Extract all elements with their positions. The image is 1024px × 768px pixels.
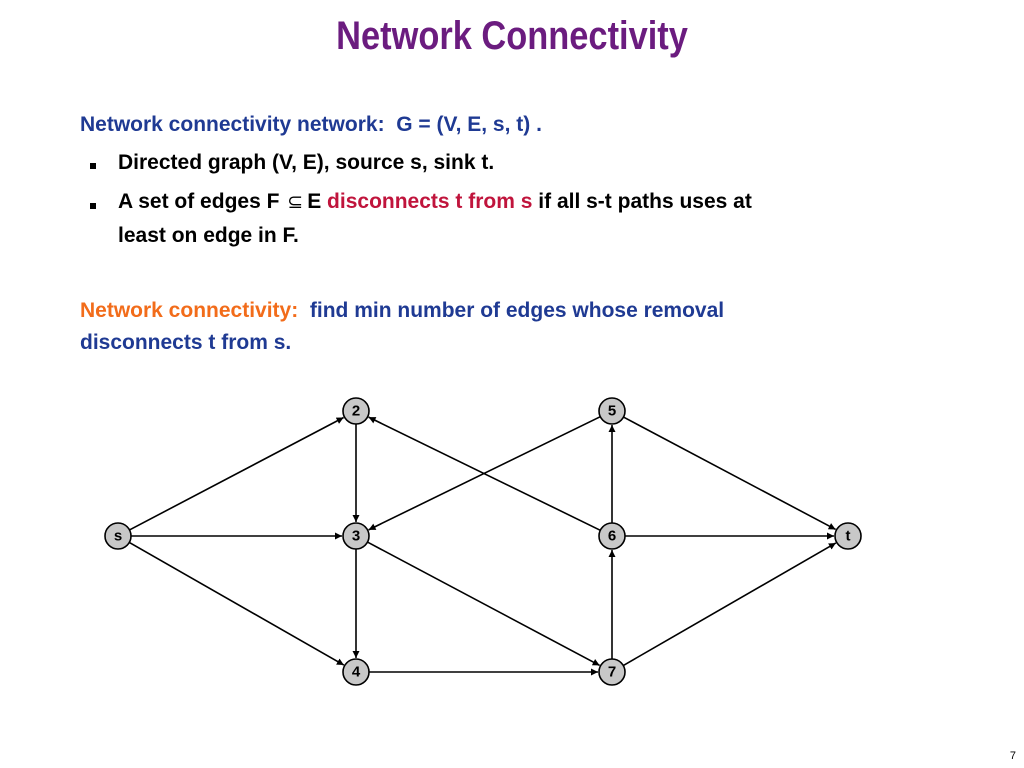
node-s: s <box>104 522 132 550</box>
edge-s-to-4 <box>128 541 345 666</box>
edges-layer <box>128 415 837 676</box>
bullet-marker-1 <box>90 163 96 169</box>
node-label-5: 5 <box>608 403 616 420</box>
edge-6-to-2 <box>368 416 601 532</box>
edge-5-to-t <box>623 416 837 531</box>
edge-7-to-t <box>622 542 837 667</box>
nodes-layer: s 2 3 4 5 6 7 t <box>104 397 862 686</box>
node-label-7: 7 <box>608 664 616 681</box>
node-label-2: 2 <box>352 403 360 420</box>
node-label-6: 6 <box>608 528 616 545</box>
node-circle-s <box>104 522 132 550</box>
bullet-2-mid: E <box>307 190 322 213</box>
edge-3-to-7 <box>367 541 601 667</box>
problem-text-1: find min number of edges whose removal <box>309 299 725 322</box>
node-7: 7 <box>598 658 626 686</box>
bullet-2-line-1: A set of edges F ⊆E disconnects t from s… <box>118 189 752 215</box>
node-label-s: s <box>114 528 122 545</box>
node-2: 2 <box>342 397 370 425</box>
node-3: 3 <box>342 522 370 550</box>
definition-lead: Network connectivity network: <box>80 113 385 136</box>
node-circle-6 <box>598 522 626 550</box>
node-circle-4 <box>342 658 370 686</box>
bullet-2-line-2: least on edge in F. <box>118 224 299 247</box>
problem-line-2: disconnects t from s. <box>80 331 292 354</box>
problem-label: Network connectivity: <box>80 299 299 322</box>
bullet-marker-2 <box>90 203 96 209</box>
node-circle-2 <box>342 397 370 425</box>
node-5: 5 <box>598 397 626 425</box>
subset-symbol: ⊆ <box>287 191 304 213</box>
edge-s-to-2 <box>129 416 344 531</box>
bullet-2-highlight: disconnects t from s <box>327 190 533 213</box>
page-number: 7 <box>1009 750 1016 762</box>
node-6: 6 <box>598 522 626 550</box>
node-circle-5 <box>598 397 626 425</box>
node-label-4: 4 <box>352 664 361 681</box>
node-circle-7 <box>598 658 626 686</box>
slide-title: Network Connectivity <box>336 14 688 58</box>
node-label-3: 3 <box>352 528 360 545</box>
node-t: t <box>834 522 862 550</box>
node-circle-t <box>834 522 862 550</box>
node-label-t: t <box>846 528 851 545</box>
definition-line: Network connectivity network: G = (V, E,… <box>80 112 542 138</box>
bullet-2-pre: A set of edges F <box>118 190 280 213</box>
problem-line-1: Network connectivity: find min number of… <box>80 298 724 324</box>
bullet-2-post: if all s-t paths uses at <box>538 190 752 213</box>
node-circle-3 <box>342 522 370 550</box>
bullet-1-text: Directed graph (V, E), source s, sink t. <box>118 151 495 174</box>
definition-formula: G = (V, E, s, t) . <box>396 113 542 136</box>
node-4: 4 <box>342 658 370 686</box>
